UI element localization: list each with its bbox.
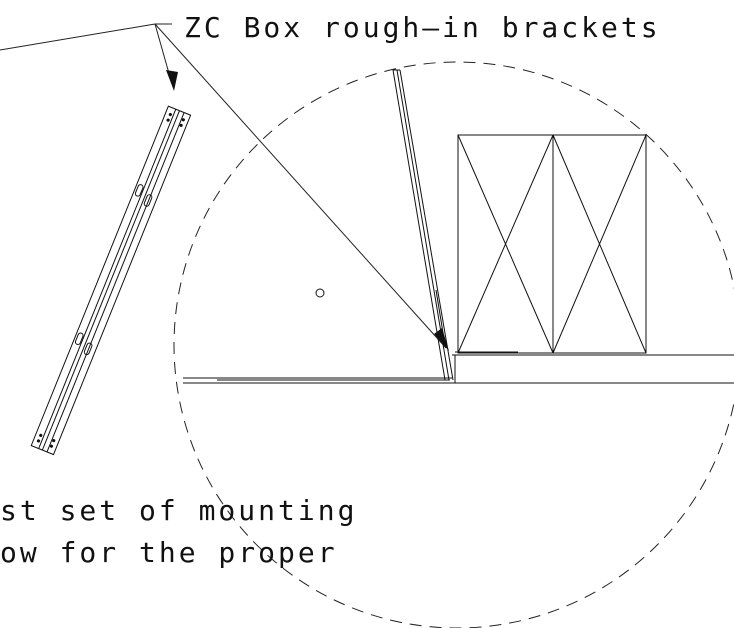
bracket-slots	[74, 184, 153, 356]
rough-in-bracket-loose	[30, 105, 192, 456]
note-line-2: ow for the proper	[0, 536, 338, 569]
center-hole	[315, 288, 325, 298]
note-line-1: st set of mounting	[0, 494, 357, 527]
arrowhead-left-bracket	[166, 70, 178, 91]
detail-circle	[173, 61, 734, 628]
callout-label: ZC Box rough—in brackets	[184, 11, 661, 44]
crossed-box-right	[552, 134, 647, 354]
arrowhead-right-bracket	[434, 328, 449, 351]
bracket-holes	[36, 112, 185, 448]
callout-leader-lines	[0, 23, 447, 349]
floor-plate	[183, 351, 734, 384]
wall-panel-tilted	[392, 69, 454, 381]
crossed-box-left	[457, 134, 554, 354]
